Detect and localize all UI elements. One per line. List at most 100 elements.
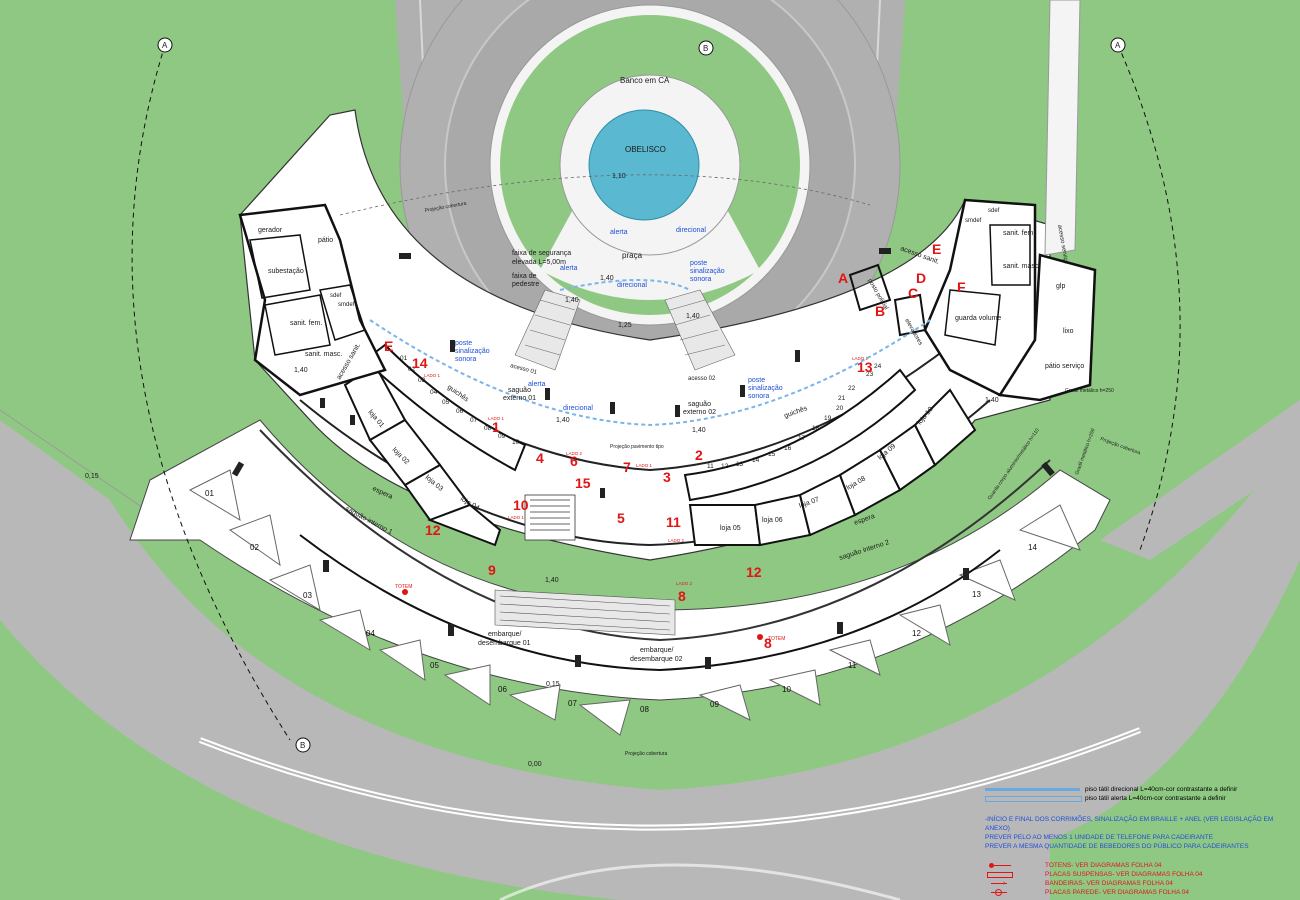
alerta-label: alerta: [610, 229, 628, 236]
poste-label: sonora: [455, 356, 477, 363]
placa-suspensa-icon: [985, 870, 1045, 879]
embarque-label: embarque/: [640, 647, 674, 654]
signage-markers: 1 2 3 4 5 6 7 8 8 9 10 11 12 12 13 14 15…: [384, 241, 966, 651]
pillars: [231, 248, 1055, 669]
legend-text: PLACAS PAREDE- VER DIAGRAMAS FOLHA 04: [1045, 889, 1190, 896]
lado-tag: LADO 1: [488, 416, 505, 421]
totem-icon: [985, 861, 1045, 870]
boarding-line: [299, 534, 1001, 672]
bay-number: 01: [205, 489, 214, 498]
bay-number: 04: [366, 629, 375, 638]
guiche-number: 03: [418, 377, 426, 384]
poste-label: poste: [455, 340, 472, 347]
guiche-number: 13: [736, 461, 744, 468]
patio-servico-block: [997, 253, 1097, 402]
legend-text: BANDEIRAS- VER DIAGRAMAS FOLHA 04: [1045, 880, 1173, 887]
sign-marker: 12: [425, 522, 441, 538]
left-block-inner2: [264, 294, 331, 356]
guiche-number: 24: [874, 363, 882, 370]
boarding-stairs: [494, 589, 676, 636]
tactile-path-2: [559, 279, 691, 291]
guiche-number: 08: [484, 425, 492, 432]
legend-row: TOTENS- VER DIAGRAMAS FOLHA 04: [985, 861, 1295, 870]
sign-marker: 8: [764, 635, 772, 651]
legend: piso tátil direcional L=40cm-cor contras…: [985, 785, 1295, 897]
legend-row: piso tátil direcional L=40cm-cor contras…: [985, 785, 1295, 794]
projection-line-top: [339, 174, 871, 216]
level-mark: 1,40: [985, 397, 999, 404]
level-mark: 0,15: [546, 681, 560, 688]
concourse-wall: [259, 429, 1051, 642]
smdef-label: smdef: [338, 302, 355, 308]
stores-left: [343, 363, 502, 547]
lado-tag: LADO 1: [636, 463, 653, 468]
sanit-fem-label: sanit. fem.: [1003, 230, 1035, 237]
tactile-direcional-icon: [985, 785, 1080, 794]
access-ramp-right: [664, 289, 736, 371]
legend-note: PREVER A MESMA QUANTIDADE DE BEBEDORES D…: [985, 843, 1249, 850]
guarda-volume-label: guarda volume: [955, 315, 1001, 322]
guiche-number: 05: [442, 399, 450, 406]
projection-arc-left: [131, 44, 291, 741]
sign-marker: 5: [617, 510, 625, 526]
sign-marker: 10: [513, 497, 529, 513]
legend-text: TOTENS- VER DIAGRAMAS FOLHA 04: [1045, 862, 1162, 869]
sanit-fem-label: sanit. fem.: [290, 320, 322, 327]
glp-label: glp: [1056, 283, 1065, 290]
guiche-row-right: [683, 368, 917, 502]
legend-row: PLACAS PAREDE- VER DIAGRAMAS FOLHA 04: [985, 888, 1295, 897]
sign-marker: 7: [623, 459, 631, 475]
faixa-pedestre-label-2: pedestre: [512, 281, 539, 288]
acesso-label: acesso 02: [688, 376, 716, 382]
sign-marker: 13: [857, 359, 873, 375]
banco-label: Banco em CA: [620, 76, 670, 85]
guiche-number: 01: [400, 355, 408, 362]
guiche-number: 21: [838, 395, 846, 402]
level-mark: 0,15: [85, 473, 99, 480]
access-ramp-left: [514, 289, 581, 371]
poste-label: sonora: [690, 276, 712, 283]
curb-arc-bottom: [499, 863, 901, 900]
sanit-masc-label: sanit. masc.: [305, 351, 342, 358]
guiche-numbers-right: 11 12 13 14 15 16 17 18 19 20 21 22 23 2…: [707, 363, 882, 470]
saguao-externo-label: saguão: [508, 387, 531, 394]
direcional-label: direcional: [676, 227, 706, 234]
bay-number: 11: [848, 661, 857, 670]
guiche-number: 18: [812, 425, 820, 432]
sign-marker: 9: [488, 562, 496, 578]
guiche-numbers-left: 01 02 03 04 05 06 07 08 09 10: [400, 355, 520, 446]
guiche-number: 07: [470, 417, 478, 424]
lado-tag: LADO 2: [566, 451, 583, 456]
legend-note: PREVER PELO AO MENOS 1 UNIDADE DE TELEFO…: [985, 834, 1214, 841]
guiche-number: 09: [498, 433, 506, 440]
loja-label: loja 05: [720, 525, 741, 532]
guiche-number: 12: [721, 463, 729, 470]
guiche-number: 11: [707, 463, 714, 470]
obelisco-label: OBELISCO: [625, 145, 666, 154]
sign-marker: E: [932, 241, 941, 257]
bus-bays-right: [698, 504, 1081, 721]
poste-label: sinalização: [748, 385, 783, 392]
poste-label: sinalização: [690, 268, 725, 275]
bay-number: 07: [568, 699, 577, 708]
totem-tags: TOTEM TOTEM: [395, 584, 785, 642]
sign-marker: 1: [492, 419, 500, 435]
legend-row: PLACAS SUSPENSAS- VER DIAGRAMAS FOLHA 04: [985, 870, 1295, 879]
guiche-number: 16: [784, 445, 792, 452]
bay-number: 06: [498, 685, 507, 694]
sign-marker: F: [957, 279, 966, 295]
sign-marker: 4: [536, 450, 544, 466]
tactile-path-1: [369, 319, 931, 427]
sanit-masc-label: sanit. masc.: [1003, 263, 1040, 270]
sign-marker: 15: [575, 475, 591, 491]
sign-marker: 11: [666, 514, 681, 530]
obelisk-pool: [588, 109, 700, 221]
embarque-label: desembarque 01: [478, 640, 531, 647]
legend-text: piso tátil direcional L=40cm-cor contras…: [1085, 786, 1238, 793]
guiche-number: 19: [824, 415, 832, 422]
bay-number: 13: [972, 590, 981, 599]
placa-parede-icon: [985, 888, 1045, 897]
bay-number: 05: [430, 661, 439, 670]
direcional-label: direcional: [563, 405, 593, 412]
guiche-number: 10: [512, 439, 520, 446]
